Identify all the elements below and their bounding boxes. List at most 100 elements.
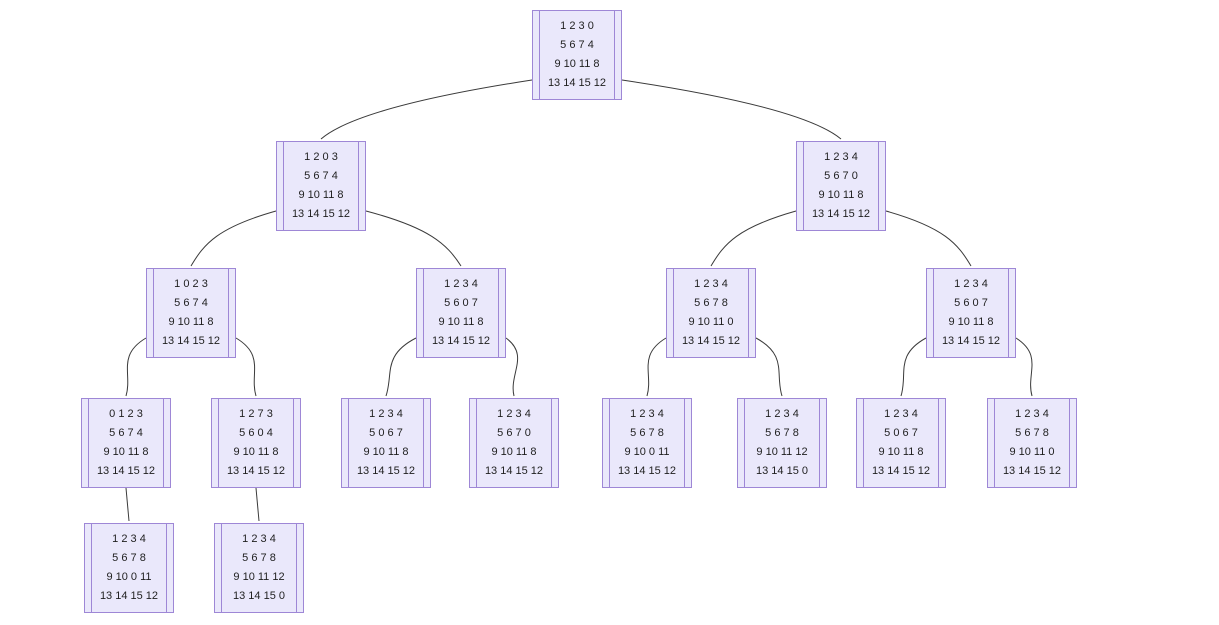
tree-edge xyxy=(755,337,783,397)
tree-edge xyxy=(125,337,147,397)
tree-edge xyxy=(365,210,462,267)
tree-edge xyxy=(885,210,972,267)
node-row: 9 10 11 8 xyxy=(948,316,994,328)
node-row: 5 6 0 4 xyxy=(239,427,273,439)
node-row: 5 6 7 8 xyxy=(630,427,664,439)
node-row: 1 2 7 3 xyxy=(239,408,273,420)
tree-node: 1 2 3 4 5 6 0 7 9 10 11 8 13 14 15 12 xyxy=(926,268,1016,358)
node-row: 5 6 0 7 xyxy=(444,297,478,309)
node-row: 9 10 11 8 xyxy=(103,446,149,458)
node-grid: 1 2 3 4 5 6 7 0 9 10 11 8 13 14 15 12 xyxy=(476,399,552,487)
node-grid: 0 1 2 3 5 6 7 4 9 10 11 8 13 14 15 12 xyxy=(88,399,164,487)
tree-node: 0 1 2 3 5 6 7 4 9 10 11 8 13 14 15 12 xyxy=(81,398,171,488)
tree-node: 1 2 3 4 5 6 7 8 9 10 11 12 13 14 15 0 xyxy=(214,523,304,613)
tree-edge xyxy=(385,337,417,397)
tree-edge xyxy=(621,79,842,140)
node-row: 13 14 15 12 xyxy=(681,335,741,347)
node-grid: 1 2 3 4 5 6 7 8 9 10 0 11 13 14 15 12 xyxy=(91,524,167,612)
node-row: 13 14 15 0 xyxy=(756,465,808,477)
node-row: 13 14 15 12 xyxy=(161,335,221,347)
node-row: 5 6 7 0 xyxy=(497,427,531,439)
node-row: 1 2 0 3 xyxy=(304,151,338,163)
node-row: 13 14 15 12 xyxy=(871,465,931,477)
tree-node: 1 2 3 4 5 6 7 8 9 10 0 11 13 14 15 12 xyxy=(84,523,174,613)
node-row: 5 6 7 8 xyxy=(694,297,728,309)
node-row: 1 2 3 4 xyxy=(112,533,146,545)
node-row: 5 6 0 7 xyxy=(954,297,988,309)
node-row: 5 0 6 7 xyxy=(884,427,918,439)
node-row: 5 6 7 4 xyxy=(109,427,143,439)
node-row: 13 14 15 12 xyxy=(547,77,607,89)
tree-edge xyxy=(710,210,797,267)
node-row: 13 14 15 12 xyxy=(431,335,491,347)
node-row: 1 2 3 4 xyxy=(765,408,799,420)
node-row: 5 6 7 4 xyxy=(304,170,338,182)
node-row: 1 2 3 4 xyxy=(630,408,664,420)
tree-edge xyxy=(255,487,260,522)
node-row: 9 10 11 8 xyxy=(438,316,484,328)
tree-node: 1 2 7 3 5 6 0 4 9 10 11 8 13 14 15 12 xyxy=(211,398,301,488)
node-row: 13 14 15 12 xyxy=(617,465,677,477)
tree-edge xyxy=(190,210,277,267)
node-row: 9 10 11 12 xyxy=(233,571,285,583)
tree-edge xyxy=(646,337,667,397)
node-row: 0 1 2 3 xyxy=(109,408,143,420)
node-grid: 1 2 3 4 5 0 6 7 9 10 11 8 13 14 15 12 xyxy=(863,399,939,487)
node-grid: 1 2 3 4 5 6 0 7 9 10 11 8 13 14 15 12 xyxy=(423,269,499,357)
node-grid: 1 2 3 4 5 6 7 8 9 10 11 12 13 14 15 0 xyxy=(221,524,297,612)
node-row: 9 10 0 11 xyxy=(106,571,152,583)
tree-node: 1 2 3 4 5 6 7 0 9 10 11 8 13 14 15 12 xyxy=(469,398,559,488)
tree-node: 1 2 3 4 5 6 0 7 9 10 11 8 13 14 15 12 xyxy=(416,268,506,358)
node-row: 13 14 15 12 xyxy=(99,590,159,602)
node-row: 1 2 3 4 xyxy=(884,408,918,420)
node-row: 13 14 15 12 xyxy=(484,465,544,477)
node-row: 9 10 0 11 xyxy=(624,446,670,458)
node-row: 1 0 2 3 xyxy=(174,278,208,290)
node-row: 1 2 3 4 xyxy=(954,278,988,290)
node-row: 9 10 11 8 xyxy=(168,316,214,328)
node-row: 9 10 11 12 xyxy=(756,446,808,458)
node-grid: 1 2 3 0 5 6 7 4 9 10 11 8 13 14 15 12 xyxy=(539,11,615,99)
tree-edge xyxy=(900,337,927,397)
node-row: 1 2 3 4 xyxy=(444,278,478,290)
tree-edge xyxy=(1015,337,1033,397)
node-row: 5 6 7 8 xyxy=(112,552,146,564)
node-grid: 1 2 7 3 5 6 0 4 9 10 11 8 13 14 15 12 xyxy=(218,399,294,487)
node-row: 5 6 7 4 xyxy=(560,39,594,51)
node-grid: 1 2 3 4 5 6 0 7 9 10 11 8 13 14 15 12 xyxy=(933,269,1009,357)
node-row: 9 10 11 8 xyxy=(491,446,537,458)
node-row: 5 6 7 8 xyxy=(242,552,276,564)
node-row: 13 14 15 12 xyxy=(941,335,1001,347)
node-row: 9 10 11 8 xyxy=(233,446,279,458)
tree-edge xyxy=(505,337,518,397)
node-row: 9 10 11 8 xyxy=(554,58,600,70)
node-row: 13 14 15 12 xyxy=(811,208,871,220)
tree-edge xyxy=(320,79,533,140)
node-row: 1 2 3 4 xyxy=(497,408,531,420)
node-grid: 1 2 3 4 5 6 7 8 9 10 0 11 13 14 15 12 xyxy=(609,399,685,487)
node-row: 1 2 3 4 xyxy=(242,533,276,545)
node-row: 1 2 3 0 xyxy=(560,20,594,32)
node-row: 13 14 15 12 xyxy=(226,465,286,477)
node-row: 13 14 15 12 xyxy=(96,465,156,477)
node-row: 5 0 6 7 xyxy=(369,427,403,439)
tree-node: 1 2 3 0 5 6 7 4 9 10 11 8 13 14 15 12 xyxy=(532,10,622,100)
node-row: 1 2 3 4 xyxy=(369,408,403,420)
node-row: 13 14 15 12 xyxy=(356,465,416,477)
node-row: 9 10 11 8 xyxy=(878,446,924,458)
node-row: 13 14 15 0 xyxy=(233,590,285,602)
